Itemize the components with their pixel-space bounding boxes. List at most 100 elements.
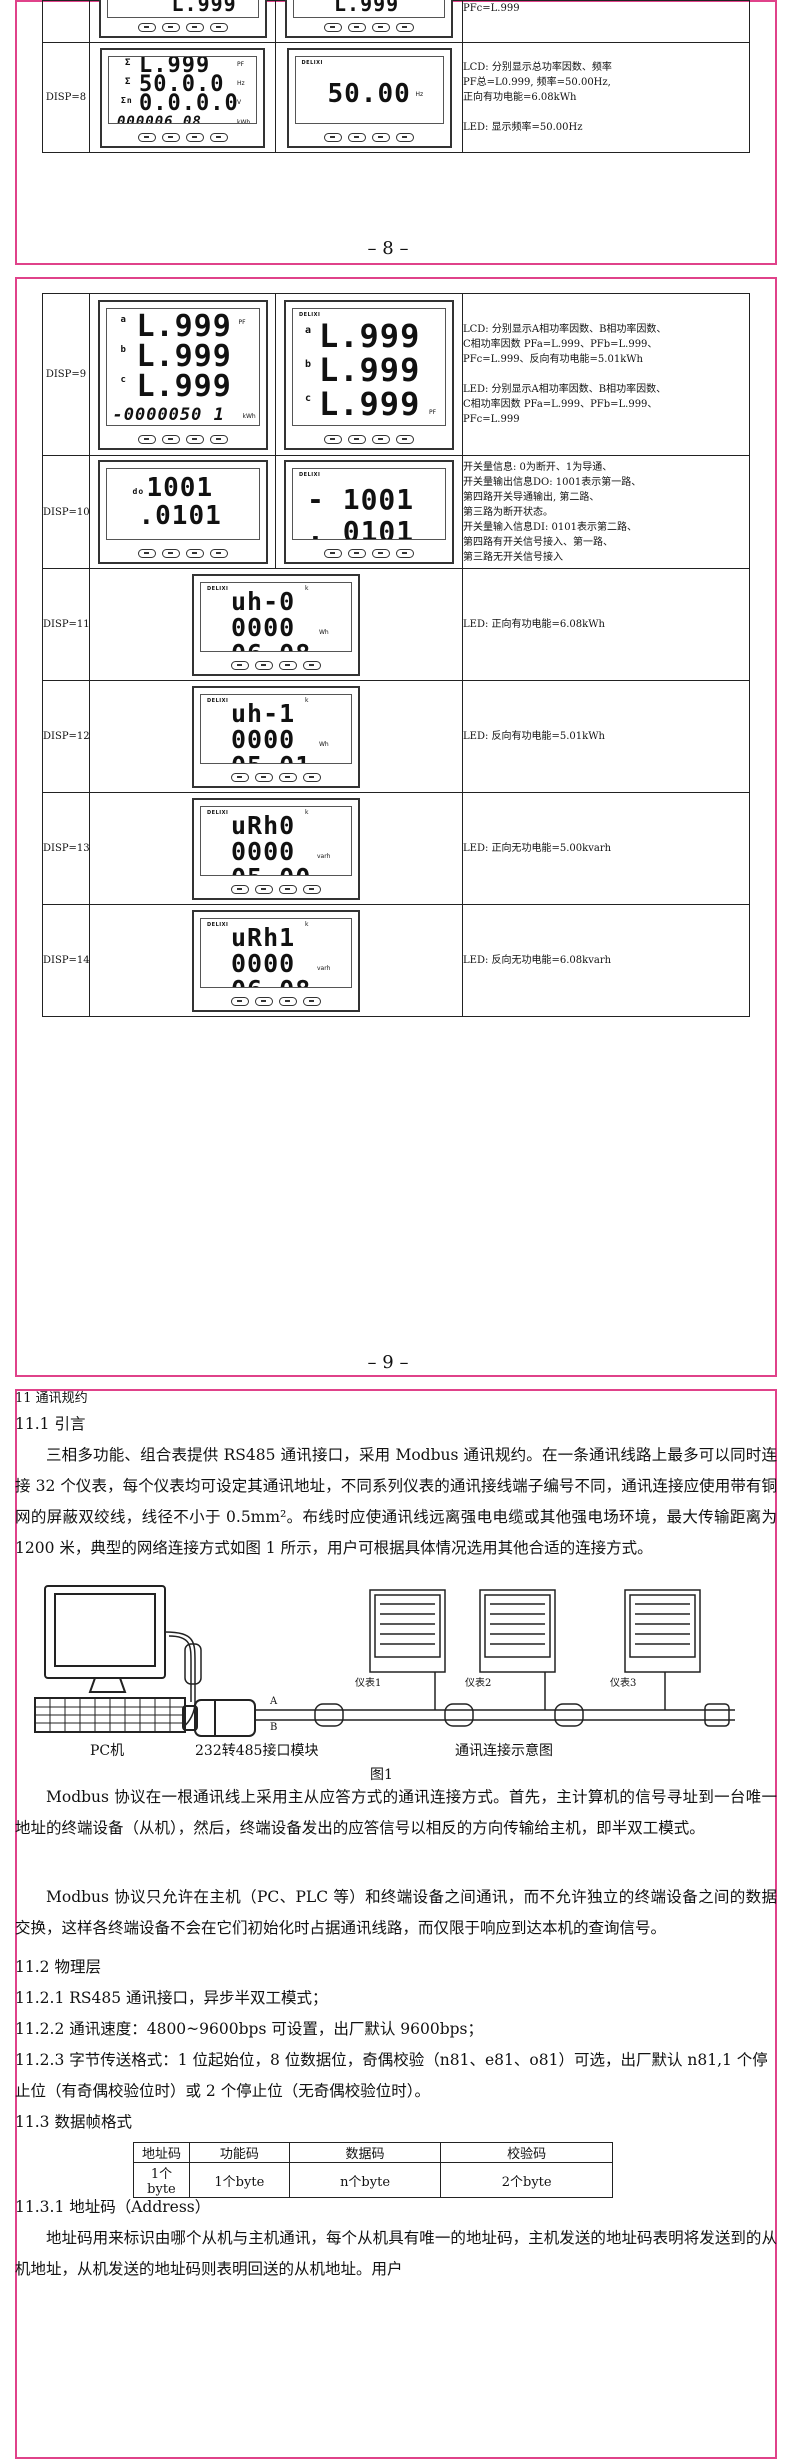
meter-cell: DELIXI 50.00 Hz <box>275 42 463 153</box>
table-row: DISP=11 DELIXI k uh-0 0000 Wh 06.08 LED:… <box>42 568 750 681</box>
led-line-3: 06.08 <box>231 975 311 987</box>
meter-label-1: 仪表1 <box>355 1678 382 1689</box>
led-line-1: uh-1 <box>231 698 296 728</box>
row-label: DISP=11 <box>42 568 90 681</box>
row-label: DISP=8 <box>42 42 90 153</box>
row-description: LED: 正向无功电能=5.00kvarh <box>462 792 750 905</box>
meter-icon-2 <box>479 1589 556 1673</box>
led-line-3: 05.00 <box>231 863 311 875</box>
led-line-2: . 0101 <box>307 515 415 540</box>
meter-cell: DELIXI k uh-1 0000 Wh 05.01 <box>89 680 463 793</box>
meter-label-2: 仪表2 <box>465 1678 492 1689</box>
row-description: LED: 反向有功电能=5.01kWh <box>462 680 750 793</box>
led-line-2: 0000 <box>231 724 296 754</box>
meter-display: DELIXI k uh-1 0000 Wh 05.01 <box>192 685 360 788</box>
led-line-2: 0000 <box>231 836 296 866</box>
row-description: 开关量信息: 0为断开、1为导通、 开关量输出信息DO: 1001表示第一路、 … <box>462 455 750 569</box>
lcd-line-4: -0000050 1 <box>112 404 225 425</box>
wire-label-b: B <box>270 1722 278 1733</box>
meter-display: DELIXI k uRh1 0000 varh 06.08 <box>192 909 360 1012</box>
led-line-1: L.999 <box>319 316 421 355</box>
row-description: LCD: 分别显示A相功率因数、B相功率因数、 C相功率因数 PFa=L.999… <box>462 293 750 456</box>
meter-display: a L.999 PF b L.999 c L.999 -0000050 1 kW… <box>97 299 268 450</box>
row-description: LCD: 分别显示总功率因数、频率 PF总=L0.999, 频率=50.00Hz… <box>462 42 750 153</box>
pc-icon <box>34 1585 186 1733</box>
table-row: DISP=10 do 1001 .0101 DELIXI - 1001 . 01… <box>42 455 750 569</box>
lcd-line-4: 000006.08 <box>117 113 202 124</box>
lcd-line-1: L.999 <box>136 308 232 344</box>
meter-display: DELIXI - 1001 . 0101 <box>284 460 454 564</box>
page-9-display-table: DISP=9 a L.999 PF b L.999 c L.999 -00000… <box>42 293 750 1017</box>
led-line-1: uh-0 <box>231 586 296 616</box>
meter-display: DELIXI a L.999 b L.999 c L.999 PF <box>284 299 454 450</box>
lcd-line-3: 0.0.0.0 <box>139 90 239 116</box>
meter-display: Σ L.999 PF Σ 50.0.0 Hz Σn 0.0.0.0 V 0000… <box>100 47 265 148</box>
page-9-frame <box>15 277 777 1377</box>
lcd-line-2: 50.0.0 <box>139 71 225 97</box>
rs485-bus <box>255 1672 735 1727</box>
cell-checksum: 2个byte <box>440 2162 613 2198</box>
header-checksum: 校验码 <box>440 2142 613 2163</box>
meter-display: DELIXI 50.00 Hz <box>286 47 452 148</box>
item-11-2-2: 11.2.2 通讯速度：4800~9600bps 可设置，出厂默认 9600bp… <box>15 2020 484 2038</box>
table-row: L.999 L.999 PFc=L.999 <box>42 0 750 43</box>
led-value: 50.00 <box>327 78 411 109</box>
meter-icon-1 <box>369 1589 446 1673</box>
row-label <box>42 0 90 43</box>
led-line-1: uRh1 <box>231 922 296 952</box>
item-11-2-3: 11.2.3 字节传送格式：1 位起始位，8 位数据位，奇偶校验（n81、e81… <box>15 2051 768 2100</box>
network-diagram: 仪表1 仪表2 仪表3 A B PC机 232转485接口模块 通讯连接示意图 … <box>15 1582 765 1783</box>
heading-11-1: 11.1 引言 <box>15 1415 86 1433</box>
lcd-line-2: L.999 <box>136 338 232 374</box>
cell-address: 1个byte <box>133 2162 190 2198</box>
table-row: 地址码 功能码 数据码 校验码 <box>133 2142 613 2163</box>
meter-display: DELIXI k uh-0 0000 Wh 06.08 <box>192 573 360 676</box>
meter-cell: DELIXI k uh-0 0000 Wh 06.08 <box>89 568 463 681</box>
meter-display: do 1001 .0101 <box>97 460 268 564</box>
row-description: PFc=L.999 <box>462 0 750 43</box>
serial-cable <box>164 1631 202 1728</box>
meter-cell: a L.999 PF b L.999 c L.999 -0000050 1 kW… <box>89 293 276 456</box>
lcd-line-1: 1001 <box>146 473 214 503</box>
pc-label: PC机 <box>90 1743 125 1759</box>
meter-cell: L.999 <box>275 0 463 43</box>
page-number: – 9 – <box>367 1352 409 1373</box>
header-function: 功能码 <box>188 2142 290 2163</box>
row-label: DISP=14 <box>42 904 90 1017</box>
address-paragraph: 地址码用来标识由哪个从机与主机通讯，每个从机具有唯一的地址码，主机发送的地址码表… <box>15 2229 777 2278</box>
lcd-value: L.999 <box>171 0 237 16</box>
meter-cell: Σ L.999 PF Σ 50.0.0 Hz Σn 0.0.0.0 V 0000… <box>89 42 276 153</box>
lcd-line-1: L.999 <box>139 55 211 78</box>
led-line-3: 05.01 <box>231 751 311 763</box>
row-label: DISP=9 <box>42 293 90 456</box>
meter-icon-3 <box>624 1589 701 1673</box>
row-description: LED: 反向无功电能=6.08kvarh <box>462 904 750 1017</box>
converter-label: 232转485接口模块 <box>195 1743 319 1759</box>
led-line-2: 0000 <box>231 948 296 978</box>
table-row: DISP=12 DELIXI k uh-1 0000 Wh 05.01 LED:… <box>42 680 750 793</box>
meter-cell: L.999 <box>89 0 276 43</box>
table-row: 1个byte 1个byte n个byte 2个byte <box>133 2162 613 2198</box>
lcd-line-2: .0101 <box>138 501 222 531</box>
heading-11-3-1: 11.3.1 地址码（Address） <box>15 2198 211 2216</box>
figure-caption: 图1 <box>370 1767 393 1783</box>
page-number: – 8 – <box>367 238 409 259</box>
header-data: 数据码 <box>288 2142 442 2163</box>
row-label: DISP=13 <box>42 792 90 905</box>
cell-function: 1个byte <box>188 2162 290 2198</box>
row-description: LED: 正向有功电能=6.08kWh <box>462 568 750 681</box>
network-label: 通讯连接示意图 <box>455 1743 553 1759</box>
meter-display: DELIXI k uRh0 0000 varh 05.00 <box>192 797 360 900</box>
network-diagram-svg <box>34 1585 735 1737</box>
meter-display: L.999 <box>285 0 453 38</box>
item-11-2-1: 11.2.1 RS485 通讯接口，异步半双工模式； <box>15 1989 328 2007</box>
table-row: DISP=13 DELIXI k uRh0 0000 varh 05.00 LE… <box>42 792 750 905</box>
led-line-3: 06.08 <box>231 639 311 651</box>
meter-display: L.999 <box>98 0 267 38</box>
meter-cell: DELIXI k uRh1 0000 varh 06.08 <box>89 904 463 1017</box>
meter-cell: DELIXI - 1001 . 0101 <box>275 455 463 569</box>
header-address: 地址码 <box>133 2142 190 2163</box>
page-8-display-table: L.999 L.999 PFc=L.999 DISP=8 Σ L.999 PF … <box>42 0 750 153</box>
led-line-2: 0000 <box>231 612 296 642</box>
heading-11-2: 11.2 物理层 <box>15 1958 101 1976</box>
